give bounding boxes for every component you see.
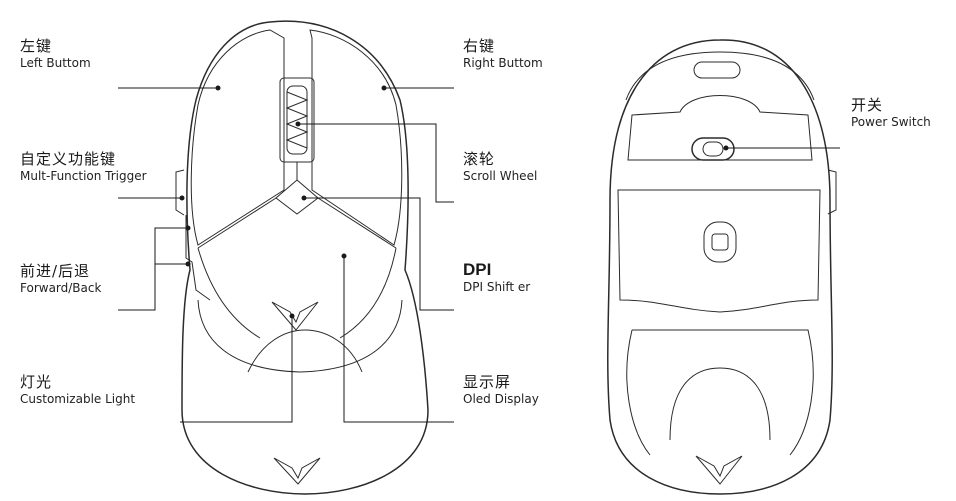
leader-dot <box>185 261 191 267</box>
callout-scroll-wheel-zh: 滚轮 <box>463 150 496 168</box>
callout-power-zh: 开关 <box>851 96 884 114</box>
callout-multi-function-en: Mult-Function Trigger <box>20 169 147 183</box>
callout-multi-function-zh: 自定义功能键 <box>20 150 117 168</box>
lower-shell-line <box>197 299 403 373</box>
callout-forward-back-en: Forward/Back <box>20 281 102 295</box>
scroll-wheel <box>286 85 308 155</box>
callout-right-button-zh: 右键 <box>463 37 496 55</box>
callout-scroll-wheel: 滚轮 Scroll Wheel <box>463 150 537 184</box>
power-switch-knob <box>702 141 724 157</box>
leader-dot <box>289 313 295 319</box>
callout-oled: 显示屏 Oled Display <box>463 373 539 407</box>
top-skate <box>627 95 813 161</box>
leader-dot <box>179 195 185 201</box>
leader-dot <box>723 145 729 151</box>
callout-scroll-wheel-en: Scroll Wheel <box>463 169 538 183</box>
callout-left-button-zh: 左键 <box>20 37 53 55</box>
v-logo-icon <box>271 301 319 331</box>
leader-oled <box>343 256 454 423</box>
callout-right-button-en: Right Buttom <box>463 56 543 70</box>
leader-forward-back <box>118 227 188 311</box>
right-side-button-profile <box>827 169 837 215</box>
callout-oled-zh: 显示屏 <box>463 373 512 391</box>
left-button-shape <box>190 29 285 246</box>
callout-oled-en: Oled Display <box>463 392 539 406</box>
right-button-shape <box>309 29 403 246</box>
leader-dot <box>381 85 387 91</box>
callout-forward-back-zh: 前进/后退 <box>20 262 91 280</box>
callout-right-button: 右键 Right Buttom <box>463 37 543 71</box>
bottom-arch <box>669 367 771 441</box>
middle-skate <box>617 189 821 313</box>
mouse-bottom-view <box>607 39 837 495</box>
callout-multi-function: 自定义功能键 Mult-Function Trigger <box>20 150 147 184</box>
leader-scroll-wheel <box>298 123 454 203</box>
callout-light-zh: 灯光 <box>20 373 53 391</box>
callout-light: 灯光 Customizable Light <box>20 373 135 407</box>
callout-left-button-en: Left Buttom <box>20 56 91 70</box>
bottom-cutout <box>626 329 814 456</box>
power-switch-slot <box>691 137 735 161</box>
light-arc <box>247 329 363 373</box>
callout-forward-back: 前进/后退 Forward/Back <box>20 262 101 296</box>
sensor-lens <box>711 233 729 251</box>
leader-lines <box>118 85 840 423</box>
callout-dpi-title: DPI <box>463 260 492 279</box>
leader-dot <box>301 195 307 201</box>
leader-dot <box>341 253 347 259</box>
top-sensor-slot <box>693 61 741 79</box>
callout-power: 开关 Power Switch <box>851 96 931 130</box>
palm-divider-lines <box>197 162 397 339</box>
callout-dpi: DPI DPI Shift er <box>463 261 530 295</box>
leader-dot <box>185 225 191 231</box>
sensor-window <box>703 221 737 263</box>
bottom-inner-top <box>625 51 815 101</box>
callout-power-en: Power Switch <box>851 115 931 129</box>
callout-left-button: 左键 Left Buttom <box>20 37 91 71</box>
v-logo-icon <box>695 455 743 485</box>
callout-light-en: Customizable Light <box>20 392 136 406</box>
leader-light <box>180 316 293 423</box>
scroll-wheel-grip <box>285 91 309 149</box>
callout-dpi-en: DPI Shift er <box>463 280 531 294</box>
leader-dot <box>295 121 301 127</box>
dpi-button-shape <box>275 179 319 215</box>
mouse-top-view <box>175 20 429 495</box>
leader-dot <box>215 85 221 91</box>
bottom-view-body-outline <box>607 39 833 495</box>
v-logo-icon <box>273 457 321 485</box>
leader-dpi <box>304 197 454 311</box>
top-view-body-outline <box>181 20 429 495</box>
side-buttons-shape <box>175 169 211 301</box>
